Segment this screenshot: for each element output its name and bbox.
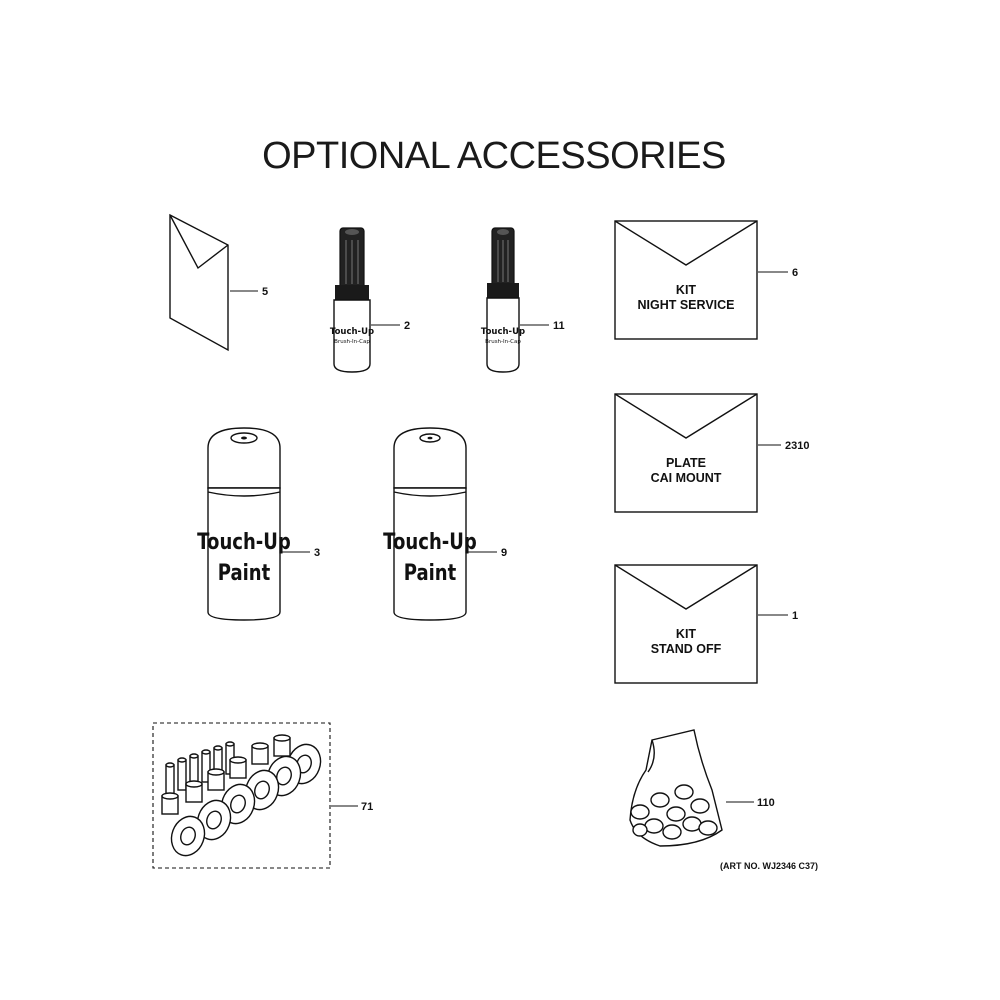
callout-71: 71 [361, 801, 373, 813]
rings [170, 743, 322, 857]
parts-bag-110: 110 [629, 729, 775, 847]
can-9-line2: Paint [404, 559, 457, 585]
envelope-6-line2: NIGHT SERVICE [637, 298, 734, 312]
pen-11-sublabel: Brush-In-Cap [485, 339, 521, 345]
grommet-kit-71: 71 [152, 722, 373, 869]
can-3-line2: Paint [218, 559, 271, 585]
envelope-kit-night-service: KIT NIGHT SERVICE 6 [614, 220, 798, 340]
touch-up-pen-2: Touch-Up Brush-In-Cap 2 [330, 227, 410, 373]
envelope-1-line2: STAND OFF [651, 642, 722, 656]
pen-11-label: Touch-Up [481, 327, 525, 337]
touch-up-pen-11: Touch-Up Brush-In-Cap 11 [481, 227, 565, 373]
envelope-1-line1: KIT [676, 627, 697, 641]
pen-2-sublabel: Brush-In-Cap [334, 339, 370, 345]
knurled-nuts [630, 784, 718, 840]
callout-11: 11 [553, 320, 565, 332]
envelope-kit-stand-off: KIT STAND OFF 1 [614, 564, 798, 684]
callout-2: 2 [404, 320, 410, 332]
pen-2-label: Touch-Up [330, 327, 374, 337]
envelope-plate-cai-mount: PLATE CAI MOUNT 2310 [614, 393, 809, 513]
envelope-6-line1: KIT [676, 283, 697, 297]
can-3-line1: Touch-Up [197, 528, 291, 554]
callout-110: 110 [757, 797, 775, 809]
callout-1: 1 [792, 610, 798, 622]
envelope-2310-line2: CAI MOUNT [651, 471, 722, 485]
callout-6: 6 [792, 267, 798, 279]
callout-5: 5 [262, 286, 268, 298]
art-number: (ART NO. WJ2346 C37) [720, 861, 818, 871]
callout-2310: 2310 [785, 440, 809, 452]
spray-can-9: Touch-Up Paint 9 [383, 427, 507, 621]
spray-can-3: Touch-Up Paint 3 [197, 427, 320, 621]
bushings [161, 734, 291, 815]
callout-3: 3 [314, 547, 320, 559]
can-9-line1: Touch-Up [383, 528, 477, 554]
callout-9: 9 [501, 547, 507, 559]
page-title: OPTIONAL ACCESSORIES [262, 135, 726, 177]
envelope-2310-line1: PLATE [666, 456, 706, 470]
manual-sheet: 5 [169, 213, 268, 352]
